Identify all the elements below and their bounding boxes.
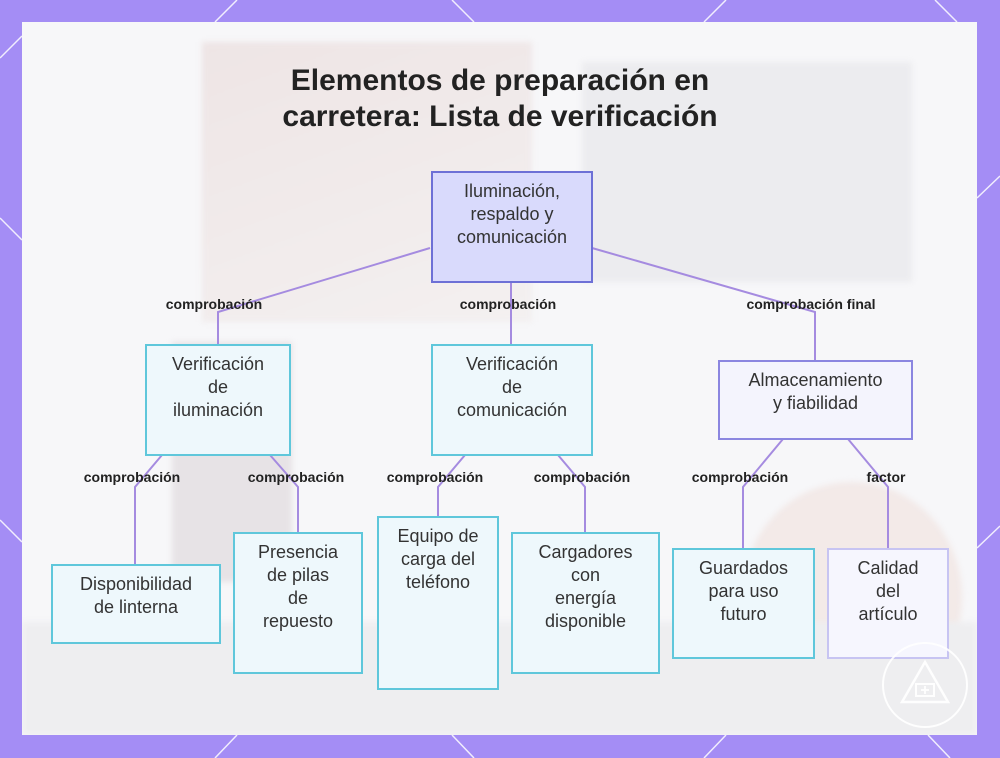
road-triangle-logo-icon [880, 640, 970, 730]
node-root: Iluminación, respaldo y comunicación [431, 171, 593, 283]
edge-label-root-communication: comprobación [460, 296, 556, 312]
node-spare-batteries: Presencia de pilas de repuesto [233, 532, 363, 674]
edge-label-lighting-flashlight: comprobación [84, 469, 180, 485]
node-spare-batteries-label: Presencia de pilas de repuesto [258, 541, 338, 633]
node-chargers: Cargadores con energía disponible [511, 532, 660, 674]
node-phone-charging-label: Equipo de carga del teléfono [397, 525, 478, 594]
node-phone-charging: Equipo de carga del teléfono [377, 516, 499, 690]
node-lighting-check-label: Verificación de iluminación [172, 353, 264, 422]
edge-label-communication-phone: comprobación [387, 469, 483, 485]
node-chargers-label: Cargadores con energía disponible [538, 541, 632, 633]
edge-label-communication-chargers: comprobación [534, 469, 630, 485]
node-lighting-check: Verificación de iluminación [145, 344, 291, 456]
node-future-use: Guardados para uso futuro [672, 548, 815, 659]
node-flashlight-label: Disponibilidad de linterna [80, 573, 192, 619]
node-item-quality-label: Calidad del artículo [857, 557, 918, 626]
edge-label-root-lighting: comprobación [166, 296, 262, 312]
node-storage-reliability: Almacenamiento y fiabilidad [718, 360, 913, 440]
edge-label-lighting-batteries: comprobación [248, 469, 344, 485]
edge-label-storage-future: comprobación [692, 469, 788, 485]
node-communication-check: Verificación de comunicación [431, 344, 593, 456]
edge-label-storage-quality: factor [867, 469, 906, 485]
node-flashlight: Disponibilidad de linterna [51, 564, 221, 644]
node-future-use-label: Guardados para uso futuro [699, 557, 788, 626]
node-storage-reliability-label: Almacenamiento y fiabilidad [748, 369, 882, 415]
node-root-label: Iluminación, respaldo y comunicación [457, 180, 567, 249]
edge-label-root-storage: comprobación final [746, 296, 875, 312]
node-communication-check-label: Verificación de comunicación [457, 353, 567, 422]
